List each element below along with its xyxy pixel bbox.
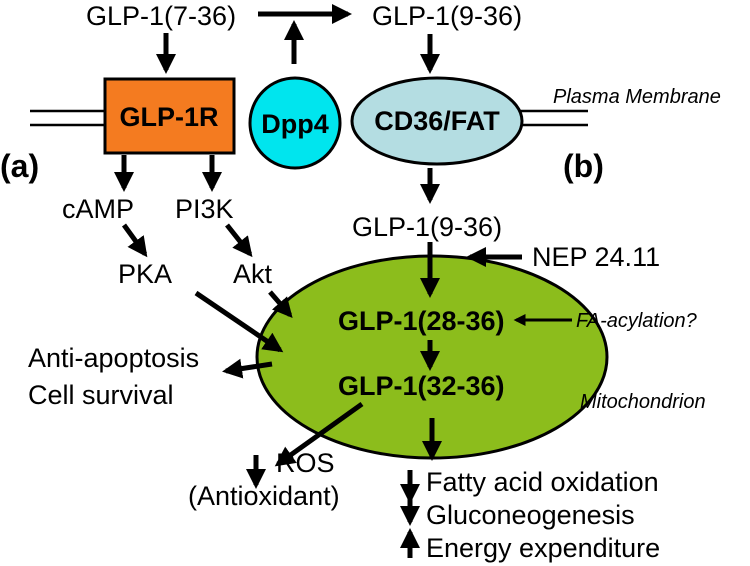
label-nep: NEP 24.11 (532, 242, 660, 272)
label-fatty-acid-oxidation: Fatty acid oxidation (426, 467, 659, 497)
panel-label-b: (b) (563, 148, 604, 184)
label-gluconeogenesis: Gluconeogenesis (426, 500, 635, 530)
label-glp1-32-36: GLP-1(32-36) (338, 371, 505, 401)
label-anti-apoptosis: Anti-apoptosis (28, 343, 199, 373)
label-glp1-9-36-mid: GLP-1(9-36) (352, 212, 502, 242)
label-mitochondrion: Mitochondrion (580, 391, 706, 413)
label-antioxidant: (Antioxidant) (188, 481, 340, 511)
label-glp1-28-36: GLP-1(28-36) (338, 306, 505, 336)
label-ros: ROS (276, 448, 335, 478)
label-camp: cAMP (62, 194, 134, 224)
label-energy-expenditure: Energy expenditure (426, 533, 660, 563)
arrow-camp-to-pka (121, 223, 148, 258)
arrow-akt-to-mito (268, 290, 293, 319)
arrow-pka-to-mito (194, 290, 284, 353)
label-pka: PKA (118, 259, 172, 289)
glp1r-receptor-box (103, 77, 236, 155)
dpp4-circle (248, 76, 342, 170)
label-cell-survival: Cell survival (28, 380, 174, 410)
label-cd36: CD36/FAT (374, 106, 500, 136)
label-glp1-9-36-top: GLP-1(9-36) (372, 1, 522, 31)
label-plasma-membrane: Plasma Membrane (553, 86, 721, 108)
arrow-glp132-to-ros (274, 401, 364, 467)
label-dpp4: Dpp4 (261, 109, 329, 139)
label-glp1r: GLP-1R (119, 102, 218, 132)
arrow-pi3k-to-akt (225, 223, 253, 258)
cd36-ellipse (350, 76, 524, 166)
arrow-mito-to-antiapoptosis (222, 358, 273, 379)
panel-label-a: (a) (0, 148, 39, 184)
label-fa-acylation: FA-acylation? (576, 310, 698, 332)
label-pi3k: PI3K (175, 194, 234, 224)
label-akt: Akt (233, 259, 273, 289)
label-glp1-7-36: GLP-1(7-36) (86, 1, 236, 31)
